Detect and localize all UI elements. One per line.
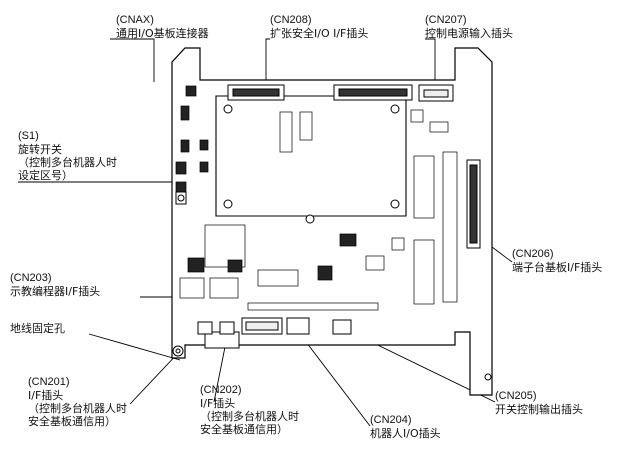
callout-line3: 安全基板通信用） — [200, 423, 288, 436]
callout-cn206: (CN206) 端子台基板I/F插头 — [512, 248, 602, 274]
callout-cn203: (CN203) 示教编程器I/F插头 — [10, 272, 100, 298]
callout-line1: 旋转开关 — [18, 143, 62, 156]
callout-code: (CN201) — [28, 376, 70, 388]
callout-desc: 示教编程器I/F插头 — [10, 285, 101, 298]
connector-cn201 — [197, 321, 213, 335]
callout-line2: （控制多台机器人时 — [28, 402, 127, 415]
callout-desc: 地线固定孔 — [10, 322, 65, 335]
callout-s1: (S1) 旋转开关 （控制多台机器人时 设定区号） — [18, 130, 117, 182]
connector-cn207 — [418, 84, 454, 102]
callout-cn204: (CN204) 机器人I/O插头 — [370, 414, 441, 440]
callout-code: (CN205) — [495, 390, 537, 402]
callout-line3: 设定区号） — [18, 169, 73, 182]
callout-line1: I/F插头 — [28, 389, 64, 402]
callout-desc: 端子台基板I/F插头 — [512, 261, 603, 274]
connector-cn206 — [466, 159, 481, 249]
callout-code: (S1) — [18, 130, 39, 142]
connector-cn208 — [333, 84, 413, 101]
connector-cn205 — [332, 319, 352, 335]
callout-code: (CN206) — [512, 248, 554, 260]
callout-cn202: (CN202) I/F插头 （控制多台机器人时 安全基板通信用） — [200, 384, 299, 436]
callout-line3: 安全基板通信用） — [28, 415, 116, 428]
components — [175, 85, 458, 311]
callout-cn205: (CN205) 开关控制输出插头 — [495, 390, 583, 416]
callout-code: (CN207) — [425, 14, 467, 26]
callout-line2: （控制多台机器人时 — [200, 410, 299, 423]
connector-cn202 — [219, 321, 235, 335]
callout-ground: 地线固定孔 — [10, 322, 65, 335]
connector-cn203 — [241, 317, 283, 335]
callout-cnax: (CNAX) 通用I/O基板连接器 — [116, 14, 209, 40]
callout-code: (CN204) — [370, 414, 412, 426]
switch-s1 — [175, 191, 187, 205]
callout-desc: 扩张安全I/O I/F插头 — [270, 27, 369, 40]
callout-desc: 开关控制输出插头 — [495, 403, 583, 416]
callout-code: (CN203) — [10, 272, 52, 284]
callout-cn208: (CN208) 扩张安全I/O I/F插头 — [270, 14, 368, 40]
callout-desc: 控制电源输入插头 — [425, 27, 513, 40]
connector-cnax — [227, 84, 285, 101]
callout-code: (CN202) — [200, 384, 242, 396]
callout-code: (CNAX) — [116, 14, 154, 26]
callout-line2: （控制多台机器人时 — [18, 156, 117, 169]
callout-desc: 机器人I/O插头 — [370, 427, 441, 440]
callout-cn207: (CN207) 控制电源输入插头 — [425, 14, 513, 40]
mount-holes — [172, 104, 492, 381]
connector-cn204 — [286, 317, 310, 335]
callout-desc: 通用I/O基板连接器 — [116, 27, 209, 40]
callout-line1: I/F插头 — [200, 397, 236, 410]
callout-code: (CN208) — [270, 14, 312, 26]
callout-cn201: (CN201) I/F插头 （控制多台机器人时 安全基板通信用） — [28, 376, 127, 428]
